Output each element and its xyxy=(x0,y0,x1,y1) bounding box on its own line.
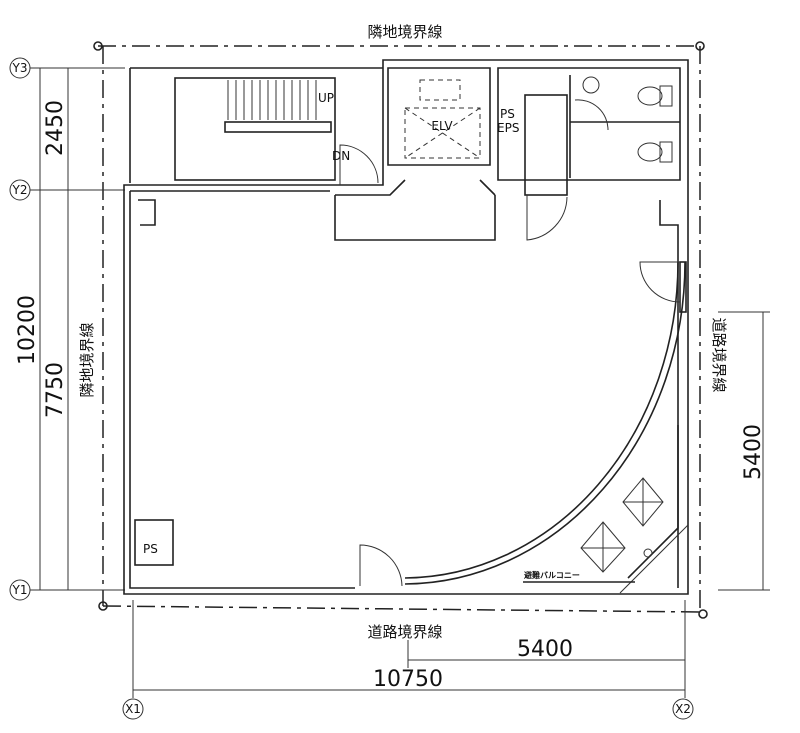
stair-up-label: UP xyxy=(318,91,334,105)
balcony xyxy=(523,425,689,594)
property-boundary xyxy=(93,41,708,619)
ps-label: PS xyxy=(500,107,515,121)
stair-door[interactable] xyxy=(339,144,379,185)
elevator-label: ELV xyxy=(431,119,453,133)
top-boundary-label: 隣地境界線 xyxy=(367,23,442,41)
grid-label-x1: X1 xyxy=(125,702,141,716)
ps-shaft xyxy=(134,519,174,566)
right-boundary-label: 道路境界線 xyxy=(710,317,728,392)
toilets xyxy=(569,75,680,178)
dim-right-5400: 5400 xyxy=(741,424,766,480)
ps-bottom-label: PS xyxy=(143,542,158,556)
grid-marker-x1 xyxy=(122,698,144,720)
grid-label-y1: Y1 xyxy=(12,583,28,597)
curved-facade xyxy=(404,261,687,585)
left-dimension-lines xyxy=(30,67,125,591)
corridor-core xyxy=(524,94,568,196)
grid-label-y3: Y3 xyxy=(12,61,28,75)
stair xyxy=(174,77,336,181)
grid-label-y2: Y2 xyxy=(12,183,28,197)
grid-marker-x2 xyxy=(672,698,694,720)
dim-7750: 7750 xyxy=(43,362,68,418)
building-walls xyxy=(123,59,689,595)
grid-marker-y1 xyxy=(9,579,31,601)
dim-2450: 2450 xyxy=(43,100,68,156)
core-door[interactable] xyxy=(526,195,568,241)
balcony-label: 避難バルコニー xyxy=(524,570,580,580)
facade-door[interactable] xyxy=(639,261,681,303)
bottom-dimension-lines xyxy=(132,600,686,698)
grid-marker-y3 xyxy=(9,57,31,79)
dim-10750: 10750 xyxy=(373,667,443,692)
right-dimension-lines xyxy=(718,311,770,591)
bottom-door[interactable] xyxy=(359,544,403,587)
stair-down-label: DN xyxy=(332,149,350,163)
bottom-boundary-label: 道路境界線 xyxy=(367,623,442,641)
grid-label-x2: X2 xyxy=(675,702,691,716)
left-boundary-label: 隣地境界線 xyxy=(78,322,96,397)
elevator-shaft xyxy=(404,79,481,159)
eps-label: EPS xyxy=(497,121,519,135)
grid-marker-y2 xyxy=(9,179,31,201)
dim-bottom-5400: 5400 xyxy=(517,637,573,662)
dim-10200: 10200 xyxy=(15,295,40,365)
